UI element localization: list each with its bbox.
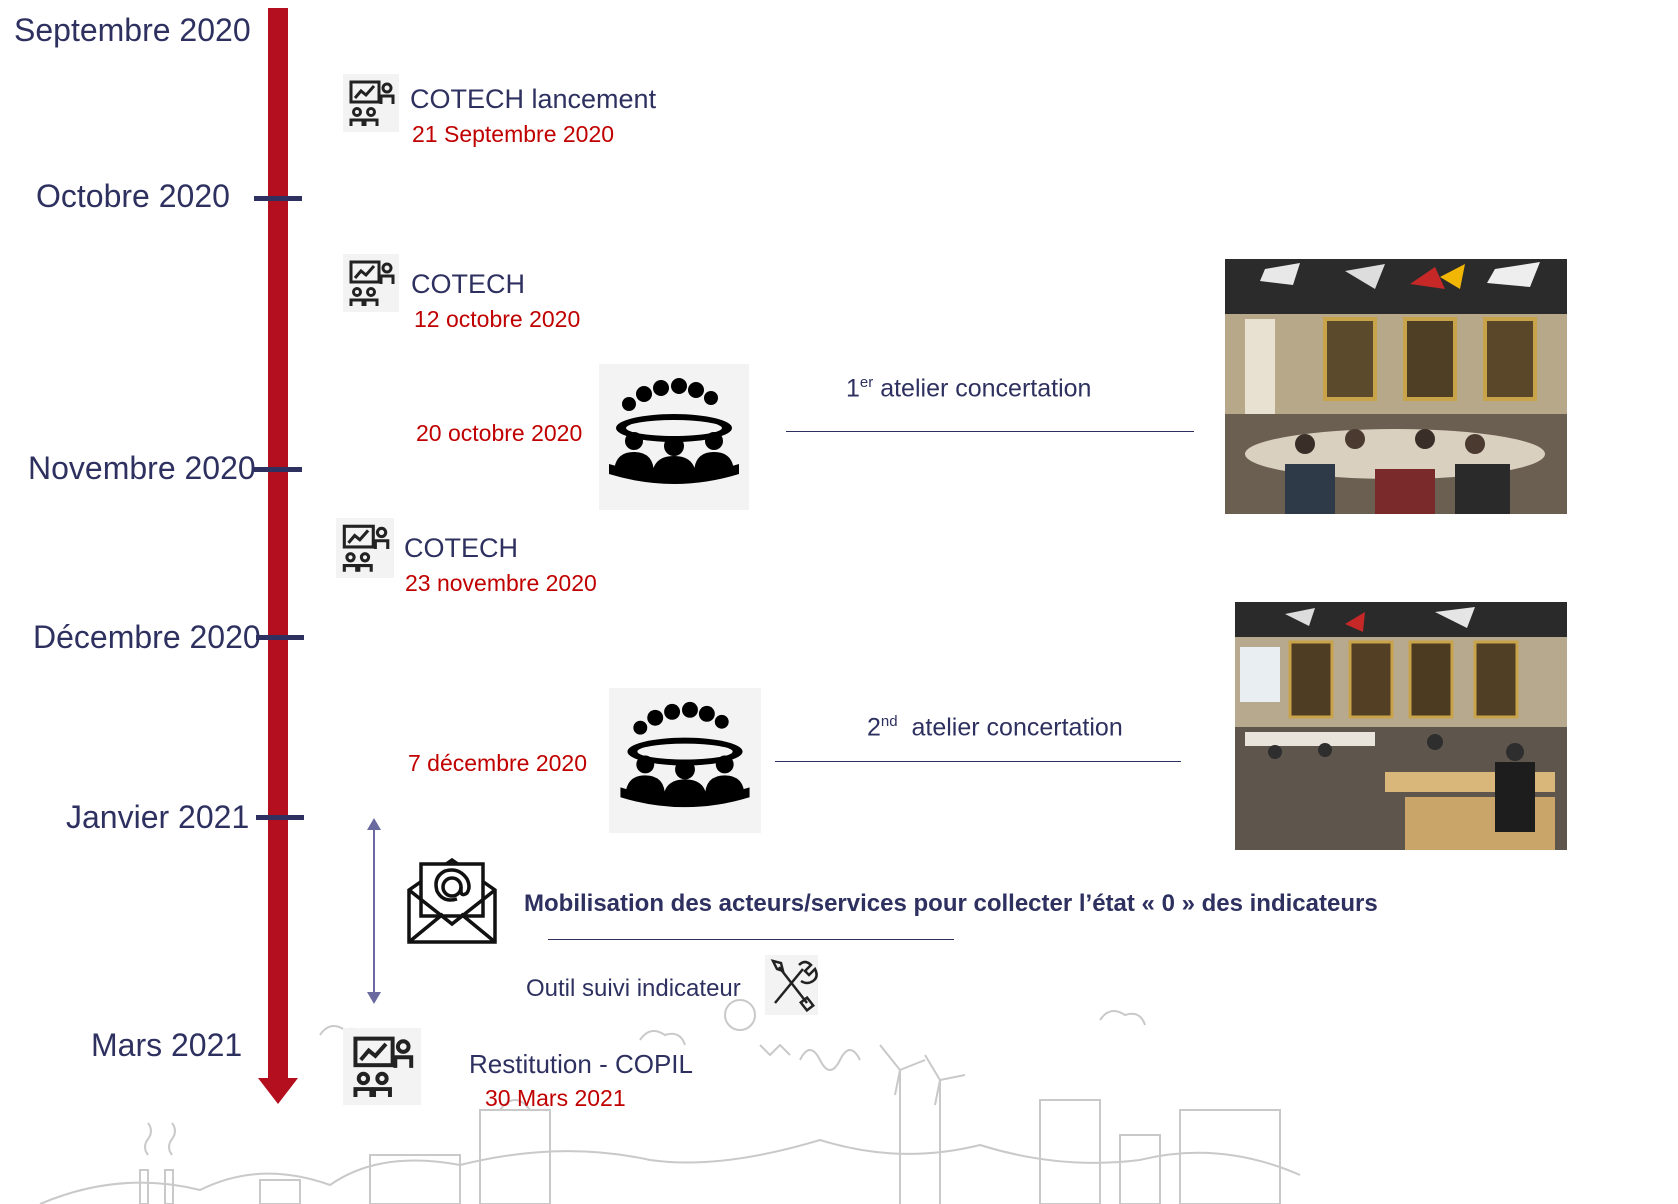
event-title-mobilisation: Mobilisation des acteurs/services pour c…: [524, 890, 1378, 917]
event-date-atelier2: 7 décembre 2020: [408, 750, 588, 776]
presentation-meeting-icon: [343, 1028, 421, 1105]
separator-line-atelier1: [786, 431, 1194, 432]
group-meeting-icon: [599, 364, 749, 510]
event-date-cotech-nov: 23 novembre 2020: [405, 570, 597, 596]
atelier2-label: atelier concertation: [911, 713, 1123, 742]
event-date-cotech-lancement: 21 Septembre 2020: [412, 121, 615, 147]
group-meeting-icon: [609, 688, 761, 833]
presentation-meeting-icon: [336, 518, 394, 578]
month-label-oct2020: Octobre 2020: [36, 178, 230, 214]
tick-oct2020: [254, 196, 302, 201]
month-label-sep2020: Septembre 2020: [14, 12, 251, 48]
tools-icon: [765, 955, 818, 1015]
tick-jan2021: [256, 815, 304, 820]
separator-line-atelier2: [775, 761, 1181, 762]
atelier2-ordinal-suffix: nd: [880, 713, 898, 730]
month-label-mar2021: Mars 2021: [91, 1027, 243, 1063]
atelier1-label: atelier concertation: [880, 374, 1092, 403]
month-label-nov2020: Novembre 2020: [28, 450, 256, 486]
timeline-arrowhead: [258, 1078, 298, 1104]
workshop-photo-1: [1225, 259, 1567, 514]
event-date-cotech-oct: 12 octobre 2020: [414, 306, 581, 332]
event-title-cotech-nov: COTECH: [404, 533, 518, 563]
event-title-atelier1: 1er atelier concertation: [846, 374, 1091, 403]
month-label-jan2021: Janvier 2021: [66, 799, 250, 835]
email-envelope-icon: [407, 857, 497, 944]
event-title-outil: Outil suivi indicateur: [526, 975, 741, 1002]
atelier1-ordinal: 1: [846, 374, 860, 403]
tick-dec2020: [256, 635, 304, 640]
period-double-arrow: [367, 818, 381, 1004]
month-label-dec2020: Décembre 2020: [33, 619, 261, 655]
event-date-atelier1: 20 octobre 2020: [416, 420, 583, 446]
tick-nov2020: [254, 467, 302, 472]
presentation-meeting-icon: [343, 74, 399, 132]
separator-line-mobilisation: [548, 939, 954, 940]
workshop-photo-2: [1235, 602, 1567, 850]
presentation-meeting-icon: [343, 254, 399, 312]
atelier2-ordinal: 2: [867, 713, 881, 742]
timeline-bar: [268, 8, 288, 1083]
event-title-restitution: Restitution - COPIL: [469, 1049, 693, 1079]
atelier1-ordinal-suffix: er: [859, 374, 874, 391]
event-title-atelier2: 2nd atelier concertation: [867, 713, 1123, 742]
city-skyline-decoration: [39, 999, 1301, 1204]
event-title-cotech-oct: COTECH: [411, 269, 525, 299]
event-title-cotech-lancement: COTECH lancement: [410, 84, 657, 114]
event-date-restitution: 30 Mars 2021: [485, 1085, 626, 1111]
